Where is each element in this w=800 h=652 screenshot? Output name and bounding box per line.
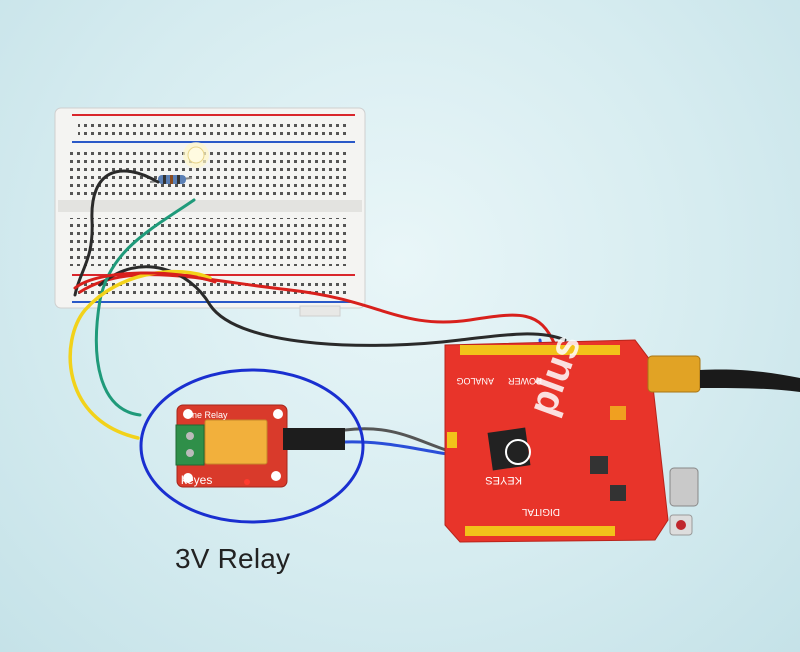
highlight-ellipse bbox=[139, 368, 365, 524]
relay-title: One Relay bbox=[185, 410, 228, 420]
board-label-analog: ANALOG bbox=[456, 376, 494, 386]
led bbox=[183, 142, 209, 168]
relay-caption: 3V Relay bbox=[175, 543, 291, 574]
board-brand: KEYES bbox=[485, 474, 522, 486]
relay-module bbox=[175, 404, 345, 488]
board-label-digital: DIGITAL bbox=[521, 506, 560, 517]
relay-brand: keyes bbox=[181, 473, 212, 487]
breadboard bbox=[54, 107, 366, 317]
board-label-power: POWER bbox=[507, 376, 542, 386]
microcontroller-board bbox=[444, 339, 800, 543]
